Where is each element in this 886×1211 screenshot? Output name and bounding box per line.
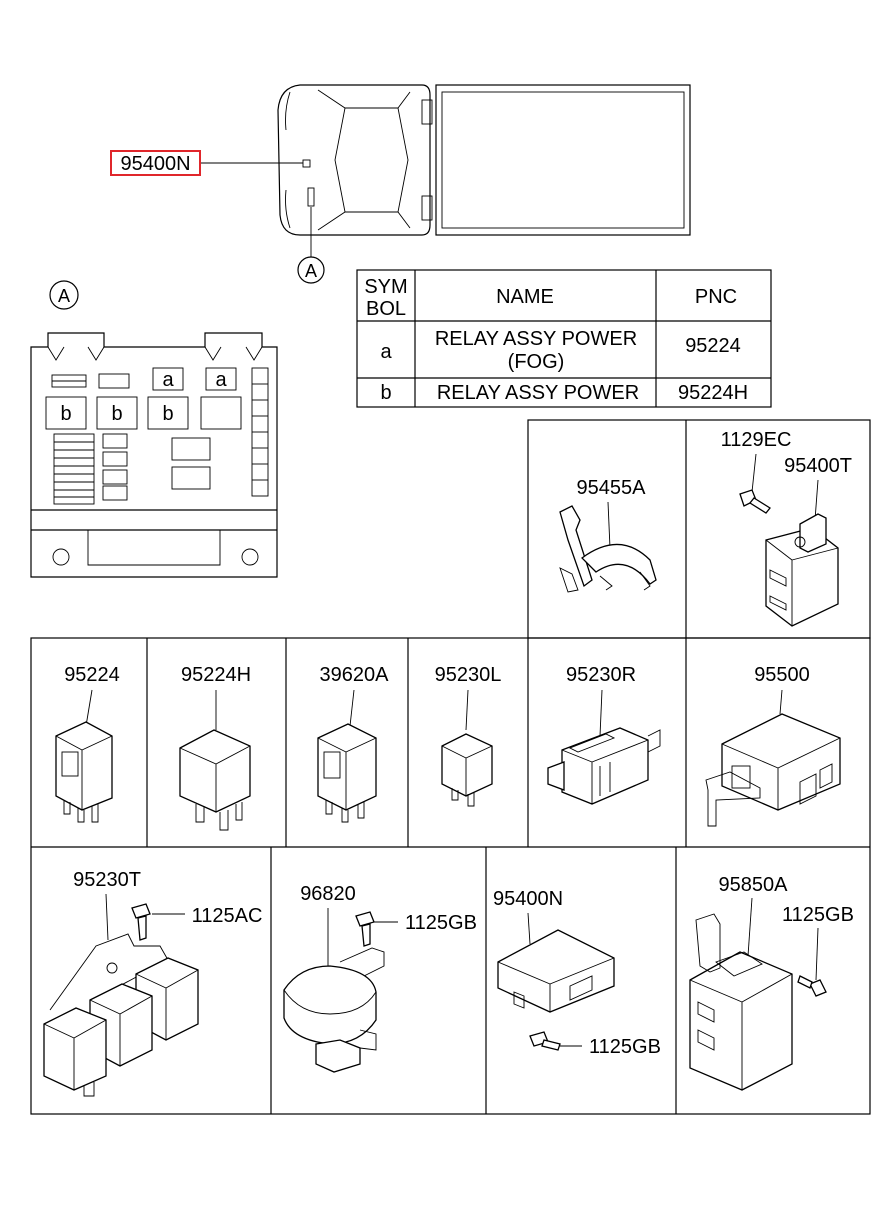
slot-b-label: b: [162, 403, 173, 425]
part-number-label: 95224H: [181, 664, 251, 686]
cell-95224H[interactable]: 95224H: [179, 664, 251, 831]
relay-icon: [55, 721, 113, 823]
cell-95850A[interactable]: 95850A 1125GB: [689, 874, 854, 1091]
table-row-pnc: 95224: [685, 335, 741, 357]
relay-icon: [441, 733, 493, 807]
parts-grid: [30, 419, 871, 1115]
part-number-label: 95230T: [73, 869, 141, 891]
part-number-label: 95850A: [719, 874, 789, 896]
screw-icon: [355, 911, 375, 947]
screw-part-label: 1125GB: [405, 912, 477, 934]
symbol-table: SYM BOL NAME PNC a RELAY ASSY POWER (FOG…: [356, 269, 772, 408]
table-row-name-detail: (FOG): [508, 351, 565, 373]
module-icon: [705, 713, 841, 827]
cell-95500[interactable]: 95500: [705, 664, 841, 827]
slot-a-label: a: [162, 369, 174, 391]
location-marker-a: A: [297, 256, 325, 284]
relay-set-icon: [43, 933, 199, 1097]
part-number-label: 95400N: [493, 888, 563, 910]
screw-icon: [529, 1031, 561, 1051]
table-header-pnc: PNC: [695, 286, 737, 308]
relay-icon: [317, 723, 377, 823]
part-number-label: 95230L: [435, 664, 502, 686]
cell-95400N[interactable]: 95400N 1125GB: [493, 888, 661, 1058]
screw-icon: [797, 975, 827, 997]
relay-block-icon: [547, 727, 661, 805]
table-header-name: NAME: [496, 286, 554, 308]
bracket-icon: [559, 505, 593, 588]
cell-95230R[interactable]: 95230R: [547, 664, 661, 805]
table-row-name: RELAY ASSY POWER: [437, 382, 639, 404]
table-header-bol: BOL: [366, 298, 406, 320]
part-number-label: 95224: [64, 664, 120, 686]
table-row-name: RELAY ASSY POWER: [435, 328, 637, 350]
table-row-sym: b: [380, 382, 391, 404]
slot-a-label: a: [215, 369, 227, 391]
fuse-relay-box: a a b b b: [30, 332, 278, 578]
screw-part-label: 1129EC: [721, 429, 792, 451]
cell-95400T[interactable]: 1129EC 95400T: [721, 429, 852, 627]
cell-39620A[interactable]: 39620A: [317, 664, 390, 823]
part-number-label: 95500: [754, 664, 810, 686]
slot-b-label: b: [111, 403, 122, 425]
relay-icon: [179, 729, 251, 831]
part-number-label: 95230R: [566, 664, 636, 686]
module-icon: [689, 913, 793, 1091]
cell-95230L[interactable]: 95230L: [435, 664, 502, 807]
detail-marker-a: A: [49, 280, 79, 310]
part-number-label: 95400T: [784, 455, 852, 477]
table-header-sym: SYM: [364, 276, 407, 298]
screw-part-label: 1125GB: [589, 1036, 661, 1058]
slot-b-label: b: [60, 403, 71, 425]
screw-part-label: 1125GB: [782, 904, 854, 926]
part-number-label: 95455A: [577, 477, 647, 499]
module-icon: [497, 929, 615, 1013]
module-icon: [765, 513, 839, 627]
screw-icon: [131, 903, 151, 941]
screw-icon: [739, 489, 771, 514]
table-row-pnc: 95224H: [678, 382, 748, 404]
cell-95455A[interactable]: 95455A: [559, 477, 657, 593]
table-row-sym: a: [380, 341, 392, 363]
cell-96820[interactable]: 96820 1125GB: [283, 883, 477, 1073]
callout-part-label: 95400N: [120, 153, 190, 175]
screw-part-label: 1125AC: [192, 905, 263, 927]
part-number-label: 96820: [300, 883, 356, 905]
highlight-box: [110, 150, 201, 176]
location-marker-letter: A: [305, 261, 317, 281]
module-icon: [283, 947, 385, 1073]
cell-95230T[interactable]: 95230T 1125AC: [43, 869, 263, 1097]
part-number-label: 39620A: [320, 664, 390, 686]
callout-95400N[interactable]: 95400N: [110, 150, 201, 176]
detail-marker-letter: A: [58, 286, 70, 306]
vehicle-top-view: [200, 84, 691, 257]
cell-95224[interactable]: 95224: [55, 664, 120, 823]
